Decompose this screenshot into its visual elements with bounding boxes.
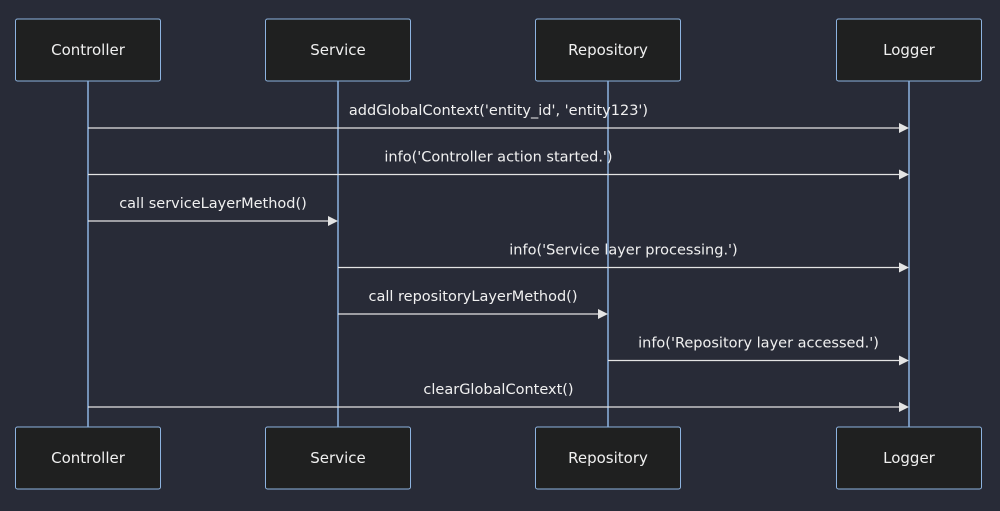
arrowhead-icon [899, 169, 909, 180]
message-6: info('Repository layer accessed.') [608, 336, 909, 366]
lifelines [87, 81, 910, 427]
actor-label: Controller [51, 449, 126, 467]
actor-box [535, 426, 681, 490]
actor-box [265, 18, 411, 82]
actor-box [836, 426, 982, 490]
actor-label: Service [310, 41, 365, 59]
arrowhead-icon [598, 309, 608, 319]
arrowhead-icon [899, 262, 909, 273]
actor-label: Repository [568, 41, 648, 59]
arrowhead-icon [899, 355, 909, 366]
message-4: info('Service layer processing.') [338, 243, 909, 273]
actor-box [15, 18, 161, 82]
actor-label: Controller [51, 41, 126, 59]
actor-logger-top: Logger [836, 18, 982, 82]
message-2: info('Controller action started.') [88, 150, 909, 180]
message-1: addGlobalContext('entity_id', 'entity123… [88, 103, 909, 133]
arrowhead-icon [899, 123, 909, 133]
message-label: call repositoryLayerMethod() [369, 289, 578, 305]
message-5: call repositoryLayerMethod() [338, 289, 608, 319]
message-label: info('Repository layer accessed.') [638, 336, 879, 352]
actor-service-bottom: Service [265, 426, 411, 490]
actor-box [535, 18, 681, 82]
message-label: call serviceLayerMethod() [119, 196, 307, 212]
actor-label: Logger [883, 41, 936, 59]
actor-controller-top: Controller [15, 18, 161, 82]
actor-box [836, 18, 982, 82]
actor-logger-bottom: Logger [836, 426, 982, 490]
message-3: call serviceLayerMethod() [88, 196, 338, 226]
message-label: info('Controller action started.') [384, 150, 612, 166]
arrowhead-icon [328, 216, 338, 226]
actor-service-top: Service [265, 18, 411, 82]
actor-repository-bottom: Repository [535, 426, 681, 490]
actors-top: Controller Service Repository Logger [15, 18, 982, 82]
actor-label: Logger [883, 449, 936, 467]
actor-repository-top: Repository [535, 18, 681, 82]
message-label: info('Service layer processing.') [509, 243, 737, 259]
actors-bottom: Controller Service Repository Logger [15, 426, 982, 490]
message-label: clearGlobalContext() [423, 382, 573, 398]
actor-label: Service [310, 449, 365, 467]
actor-box [265, 426, 411, 490]
actor-label: Repository [568, 449, 648, 467]
message-label: addGlobalContext('entity_id', 'entity123… [349, 103, 648, 119]
messages: addGlobalContext('entity_id', 'entity123… [88, 103, 909, 412]
actor-box [15, 426, 161, 490]
actor-controller-bottom: Controller [15, 426, 161, 490]
message-7: clearGlobalContext() [88, 382, 909, 412]
arrowhead-icon [899, 402, 909, 412]
